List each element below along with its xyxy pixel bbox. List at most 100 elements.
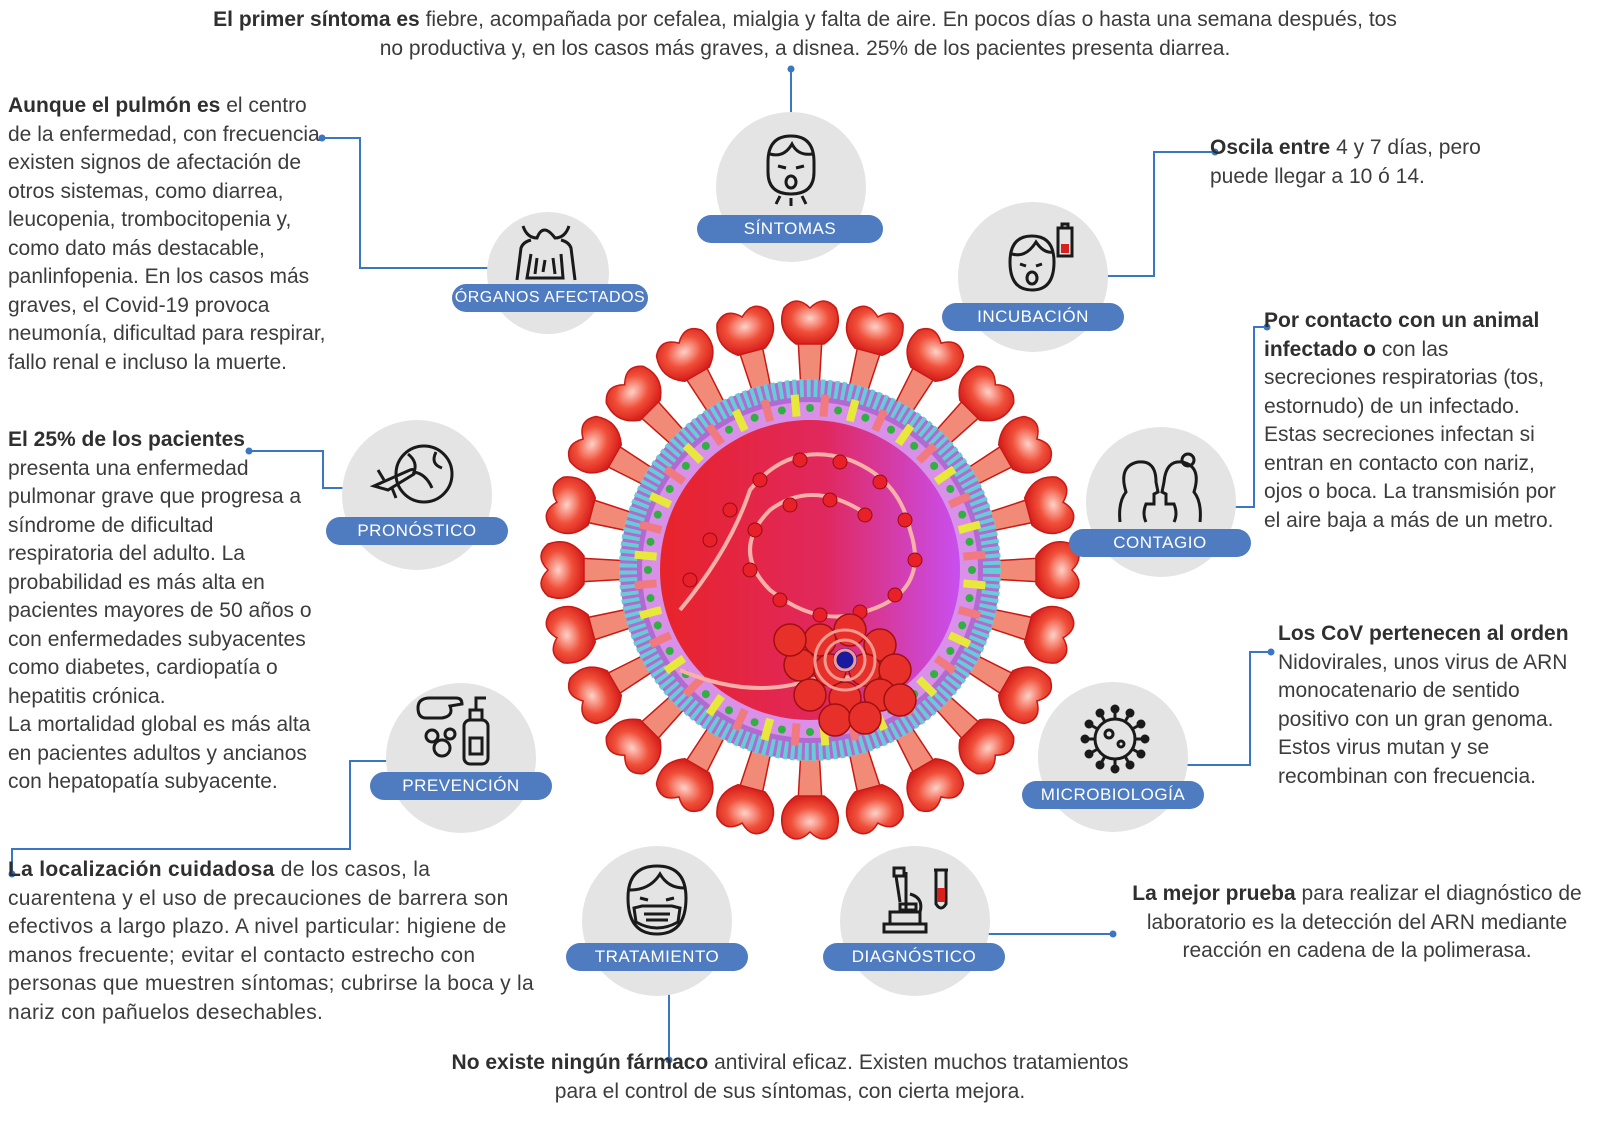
virus-icon-spike-tip — [1080, 734, 1090, 744]
membrane-dot — [646, 537, 655, 546]
diagnostico-circle — [840, 846, 990, 996]
pronostico-label: PRONÓSTICO — [326, 517, 508, 545]
sintomas-text-line2: no productiva y, en los casos más graves… — [379, 36, 1231, 60]
microbiologia-text-body: Nidovirales, unos virus de ARN monocaten… — [1278, 650, 1568, 788]
diagnostico-text-line1: para realizar el diagnóstico de — [1295, 882, 1582, 905]
virus-spike — [540, 541, 631, 599]
pronostico-text-body2: La mortalidad global es más alta en paci… — [8, 713, 311, 793]
membrane-dot — [887, 425, 895, 434]
organos-label: ÓRGANOS AFECTADOS — [452, 284, 648, 312]
membrane-protein — [648, 491, 673, 509]
incubacion-text-body: 4 y 7 días, pero puede llegar a 10 ó 14. — [1210, 136, 1481, 188]
membrane-dot — [777, 406, 786, 415]
microbiologia-text-bold: Los CoV pertenecen al orden — [1278, 622, 1569, 645]
membrane-dot — [653, 510, 662, 519]
diagnostico-text-bold: La mejor prueba — [1132, 882, 1296, 905]
organos-text: Aunque el pulmón es el centro de la enfe… — [8, 92, 333, 377]
membrane-dot — [725, 706, 733, 715]
nucleocapsid-bead — [822, 492, 838, 508]
membrane-dot — [725, 425, 733, 434]
virus-spike — [845, 740, 904, 835]
membrane-protein — [871, 408, 889, 433]
membrane-protein — [947, 631, 972, 649]
virus-icon-spike-tip — [1140, 734, 1150, 744]
contagio-label: CONTAGIO — [1069, 529, 1251, 557]
membrane-dot — [946, 647, 955, 655]
membrane-dot — [958, 510, 967, 519]
genome-cluster — [863, 628, 897, 662]
tratamiento-label: TRATAMIENTO — [566, 943, 748, 971]
nucleocapsid-bead — [887, 587, 903, 603]
membrane-protein — [790, 723, 801, 746]
membrane-dot — [946, 485, 955, 493]
membrane-dot — [750, 718, 759, 727]
membrane-dot — [646, 594, 655, 603]
nucleocapsid-bead — [792, 452, 808, 468]
membrane-dot — [701, 441, 710, 450]
nucleocapsid-bead — [832, 454, 848, 470]
membrane-protein — [819, 394, 830, 417]
virus-spike — [781, 300, 839, 391]
virus-icon-spike-tip — [1084, 749, 1094, 759]
membrane-protein — [916, 442, 938, 464]
sintomas-text-bold: El primer síntoma es — [213, 8, 420, 31]
virus-spike — [716, 740, 775, 835]
membrane-dot — [701, 690, 710, 699]
virus-spike — [545, 476, 640, 535]
virus-spike — [980, 605, 1075, 664]
pronostico-text-body: presenta una enfermedad pulmonar grave q… — [8, 456, 312, 708]
rna-strand — [678, 452, 917, 619]
nucleocapsid-bead — [857, 507, 873, 523]
membrane-dot — [653, 621, 662, 630]
microbiologia-label: MICROBIOLOGÍA — [1022, 781, 1204, 809]
tratamiento-text-line2: para el control de sus síntomas, con cie… — [554, 1079, 1026, 1103]
pronostico-text-bold: El 25% de los pacientes — [8, 428, 245, 451]
tratamiento-text-line1: antiviral eficaz. Existen muchos tratami… — [708, 1051, 1129, 1074]
virus-spike — [716, 305, 775, 400]
membrane-dot — [965, 537, 974, 546]
membrane-protein — [634, 579, 657, 590]
nucleocapsid-bead — [872, 474, 888, 490]
prevencion-circle — [386, 683, 536, 833]
nucleocapsid-bead — [682, 572, 698, 588]
prevencion-text-bold: La localización cuidadosa — [8, 858, 275, 881]
membrane-protein — [682, 676, 704, 698]
membrane-dot — [750, 413, 759, 422]
membrane-protein — [731, 707, 749, 732]
membrane-dot — [834, 406, 843, 415]
virus-icon-spike-tip — [1125, 760, 1135, 770]
prevencion-label: PREVENCIÓN — [370, 772, 552, 800]
prevencion-text-body: de los casos, la cuarentena y el uso de … — [8, 858, 534, 1024]
virus-spike — [989, 541, 1080, 599]
membrane-protein — [963, 550, 986, 561]
prevencion-text: La localización cuidadosa de los casos, … — [8, 856, 538, 1027]
membrane-protein — [963, 579, 986, 590]
nucleocapsid-bead — [747, 522, 763, 538]
membrane-dot — [806, 404, 814, 412]
nucleocapsid-bead — [812, 607, 828, 623]
membrane-protein — [663, 655, 687, 675]
contagio-text-bold: Por contacto con un animal infectado o — [1264, 309, 1540, 361]
membrane-dot — [910, 441, 919, 450]
membrane-protein — [648, 631, 673, 649]
diagnostico-text: La mejor prueba para realizar el diagnós… — [1122, 880, 1592, 966]
virus-spike — [980, 476, 1075, 535]
sintomas-text-line1: fiebre, acompañada por cefalea, mialgia … — [419, 8, 1397, 31]
diagnostico-text-line2: laboratorio es la detección del ARN medi… — [1146, 910, 1568, 934]
virus-icon — [1080, 704, 1150, 774]
membrane-protein — [845, 398, 860, 423]
membrane-dot — [665, 647, 674, 655]
virus-spike — [845, 305, 904, 400]
microbiologia-text: Los CoV pertenecen al orden Nidovirales,… — [1278, 620, 1578, 791]
virus-icon-spike-tip — [1136, 749, 1146, 759]
contagio-text-body: con las secreciones respiratorias (tos, … — [1264, 337, 1556, 532]
virus-icon-spike-tip — [1125, 708, 1135, 718]
nucleocapsid-bead — [752, 472, 768, 488]
membrane-dot — [861, 413, 870, 422]
organos-text-bold: Aunque el pulmón es — [8, 94, 221, 117]
sintomas-text: El primer síntoma es fiebre, acompañada … — [200, 6, 1410, 63]
virus-icon-spike-tip — [1110, 764, 1120, 774]
nucleocapsid-bead — [897, 512, 913, 528]
membrane-protein — [947, 491, 972, 509]
